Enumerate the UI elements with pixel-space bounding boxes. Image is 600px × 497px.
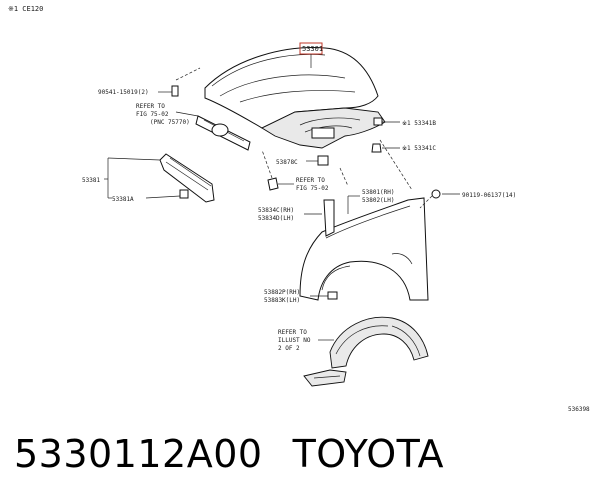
- bolt-part: [171, 85, 179, 97]
- bracket-lh-callout: 53834D(LH): [258, 215, 294, 222]
- lock-part: [267, 177, 279, 191]
- bolt-callout: 90541-15019(2): [98, 89, 149, 96]
- refer-illust-line3: 2 OF 2: [278, 345, 300, 352]
- seal-a-callout: 53381A: [112, 196, 134, 203]
- hinge-b-part: [373, 117, 383, 126]
- refer-fig-line3: (PNC 75770): [150, 119, 190, 126]
- fender-panel: [299, 197, 429, 301]
- bracket-part: [323, 199, 335, 237]
- refer-illust-line1: REFER TO: [278, 329, 307, 336]
- clip-c-part: [317, 155, 329, 166]
- hinge-c-part: [371, 143, 382, 153]
- seal-strip: [159, 153, 215, 203]
- hinge-c-callout: ※1 53341C: [402, 145, 436, 152]
- refer-fig2-line1: REFER TO: [296, 177, 325, 184]
- emblem: [211, 123, 229, 137]
- hood-panel: [204, 47, 386, 149]
- part-number: 5330112A00: [14, 432, 263, 476]
- refer-fig-line2: FIG 75-02: [136, 111, 169, 118]
- catalog-ref: 536398: [568, 406, 590, 413]
- part-footer: 5330112A00 TOYOTA: [14, 432, 444, 482]
- header-code: ※1 CE120: [8, 5, 43, 13]
- hood-callout: 53301: [302, 45, 323, 53]
- pad-part: [327, 291, 338, 300]
- fender-liner: [303, 316, 429, 387]
- fender-lh-callout: 53802(LH): [362, 197, 395, 204]
- hinge-b-callout: ※1 53341B: [402, 120, 436, 127]
- parts-diagram: ※1 CE120 53301 90541-15019(2) REFER TO F…: [8, 5, 590, 413]
- refer-fig-line1: REFER TO: [136, 103, 165, 110]
- screw-callout: 90119-06137(14): [462, 192, 516, 199]
- refer-fig2-line2: FIG 75-02: [296, 185, 329, 192]
- screw-part: [431, 189, 441, 199]
- refer-illust-line2: ILLUST NO: [278, 337, 311, 344]
- seal-a-clip: [179, 189, 189, 199]
- brand-name: TOYOTA: [292, 432, 444, 476]
- pad-lh-callout: 53883K(LH): [264, 297, 300, 304]
- clip-c-callout: 53878C: [276, 159, 298, 166]
- fender-rh-callout: 53801(RH): [362, 189, 395, 196]
- pad-rh-callout: 53882P(RH): [264, 289, 300, 296]
- bracket-rh-callout: 53834C(RH): [258, 207, 294, 214]
- seal-callout: 53381: [82, 177, 100, 184]
